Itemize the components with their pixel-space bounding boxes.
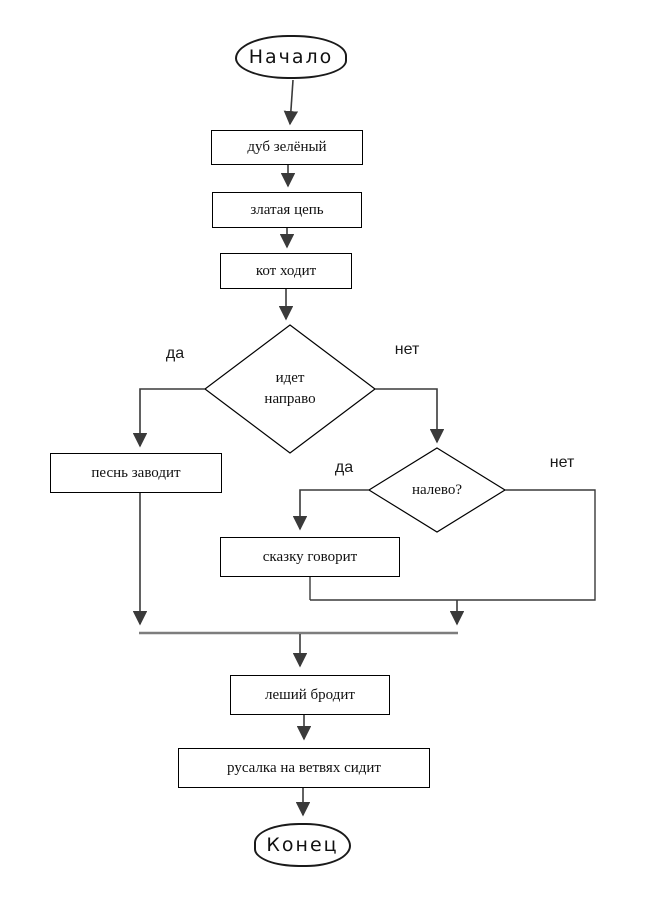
branch-right-yes-label: да: [165, 345, 185, 362]
process-mermaid: русалка на ветвях сидит: [178, 748, 430, 788]
process-cat: кот ходит: [220, 253, 352, 289]
process-leshy: леший бродит: [230, 675, 390, 715]
branch-left-no-label: нет: [549, 454, 575, 471]
process-cat-label: кот ходит: [255, 262, 317, 279]
decision-right-shape: [204, 324, 376, 454]
decision-left-shape: [367, 447, 507, 533]
process-mermaid-label: русалка на ветвях сидит: [227, 759, 381, 776]
decision-right-line1: идет: [275, 370, 305, 386]
process-song: песнь заводит: [50, 453, 222, 493]
decision-right-label: идет направо: [230, 366, 350, 412]
process-chain: златая цепь: [212, 192, 362, 228]
decision-left-text: налево?: [411, 481, 463, 498]
decision-left-label: налево?: [377, 478, 497, 502]
end-terminal: Конец: [254, 823, 351, 867]
edge-right-no: [375, 388, 445, 444]
edge-start-oak: [283, 79, 299, 126]
end-label: Конец: [266, 834, 339, 856]
process-song-label: песнь заводит: [91, 464, 181, 481]
process-tale: сказку говорит: [220, 537, 400, 577]
process-oak-label: дуб зелёный: [247, 139, 327, 155]
branch-left-yes-label: да: [334, 459, 354, 476]
process-oak: дуб зелёный: [211, 130, 363, 165]
branch-right-no-label: нет: [394, 341, 420, 358]
start-label: Начало: [248, 46, 334, 68]
process-tale-label: сказку говорит: [262, 548, 358, 565]
start-terminal: Начало: [235, 35, 347, 79]
process-chain-label: златая цепь: [250, 201, 324, 218]
decision-right-line2: направо: [264, 391, 316, 407]
edge-left-yes: [292, 489, 369, 531]
process-leshy-label: леший бродит: [265, 686, 355, 703]
edge-left-no: [310, 489, 596, 601]
edge-right-yes: [132, 388, 205, 448]
